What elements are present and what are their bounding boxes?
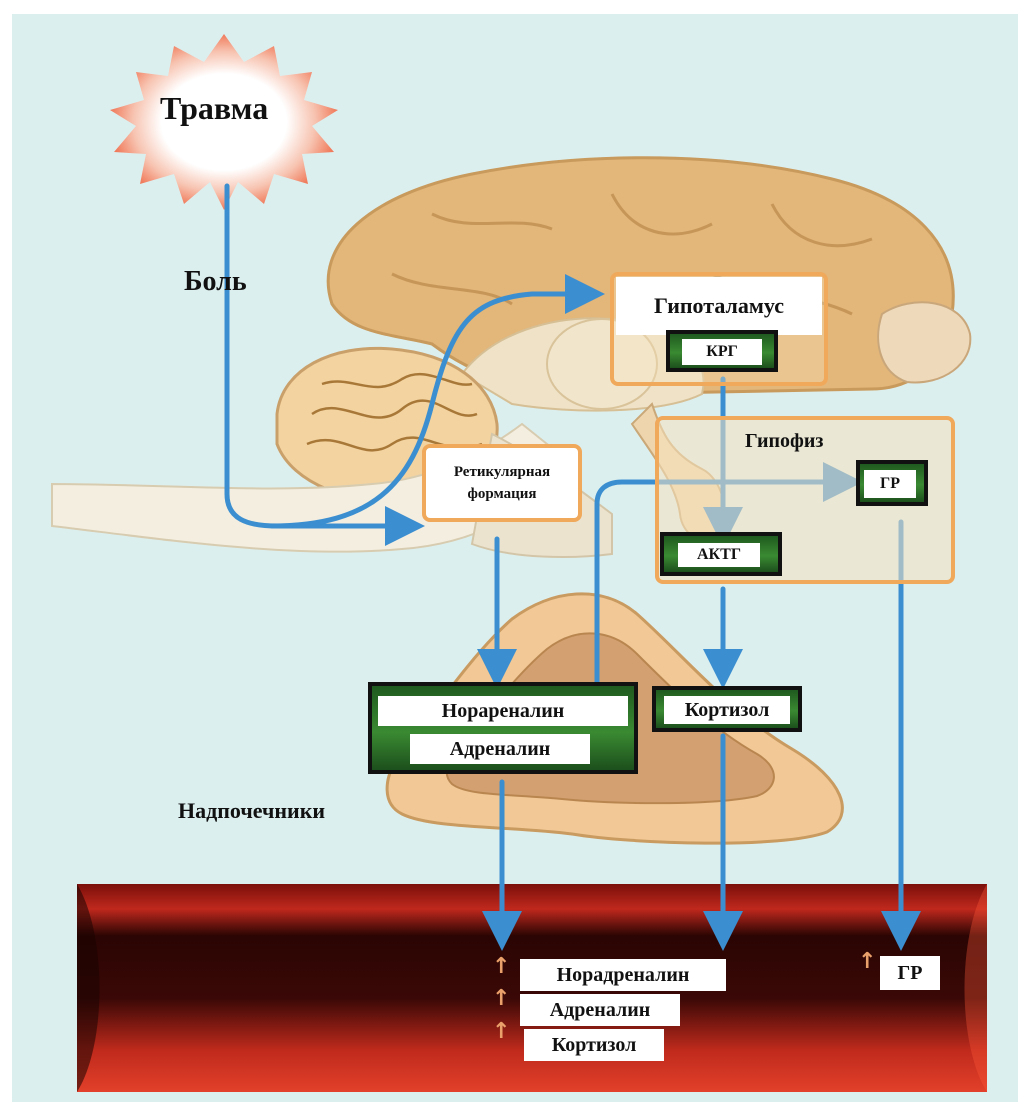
increase-arrow-adrenaline: ↑	[492, 986, 510, 1011]
krg-label: КРГ	[682, 339, 762, 365]
increase-arrow-cortisol: ↑	[492, 1019, 510, 1044]
diagram-canvas: Травма Боль Гипоталамус КРГ Гипофиз ГР А…	[12, 14, 1018, 1102]
gr-label-pituitary: ГР	[864, 470, 916, 498]
reticular-line-1: Ретикулярная	[454, 461, 550, 483]
blood-cortisol: Кортизол	[524, 1029, 664, 1061]
actg-box: АКТГ	[660, 532, 782, 576]
cortisol-label-adrenal: Кортизол	[664, 696, 790, 724]
reticular-formation-label: Ретикулярная формация	[428, 450, 576, 516]
adrenaline-label-adrenal: Адреналин	[410, 734, 590, 764]
noradrenaline-label-adrenal: Норареналин	[378, 696, 628, 726]
blood-gr: ГР	[880, 956, 940, 990]
adrenal-medulla-box: Норареналин Адреналин	[368, 682, 638, 774]
adrenals-label: Надпочечники	[178, 798, 325, 824]
blood-noradrenaline: Норадреналин	[520, 959, 726, 991]
blood-adrenaline: Адреналин	[520, 994, 680, 1026]
trauma-label: Травма	[160, 90, 268, 127]
increase-arrow-gr: ↑	[858, 949, 876, 974]
actg-label: АКТГ	[678, 543, 760, 567]
cortisol-box-adrenal: Кортизол	[652, 686, 802, 732]
pain-label: Боль	[184, 266, 247, 298]
increase-arrow-noradrenaline: ↑	[492, 954, 510, 979]
hypothalamus-label: Гипоталамус	[616, 277, 822, 335]
krg-box: КРГ	[666, 330, 778, 372]
pituitary-label: Гипофиз	[745, 430, 823, 453]
gr-box-pituitary: ГР	[856, 460, 928, 506]
reticular-line-2: формация	[467, 483, 536, 505]
